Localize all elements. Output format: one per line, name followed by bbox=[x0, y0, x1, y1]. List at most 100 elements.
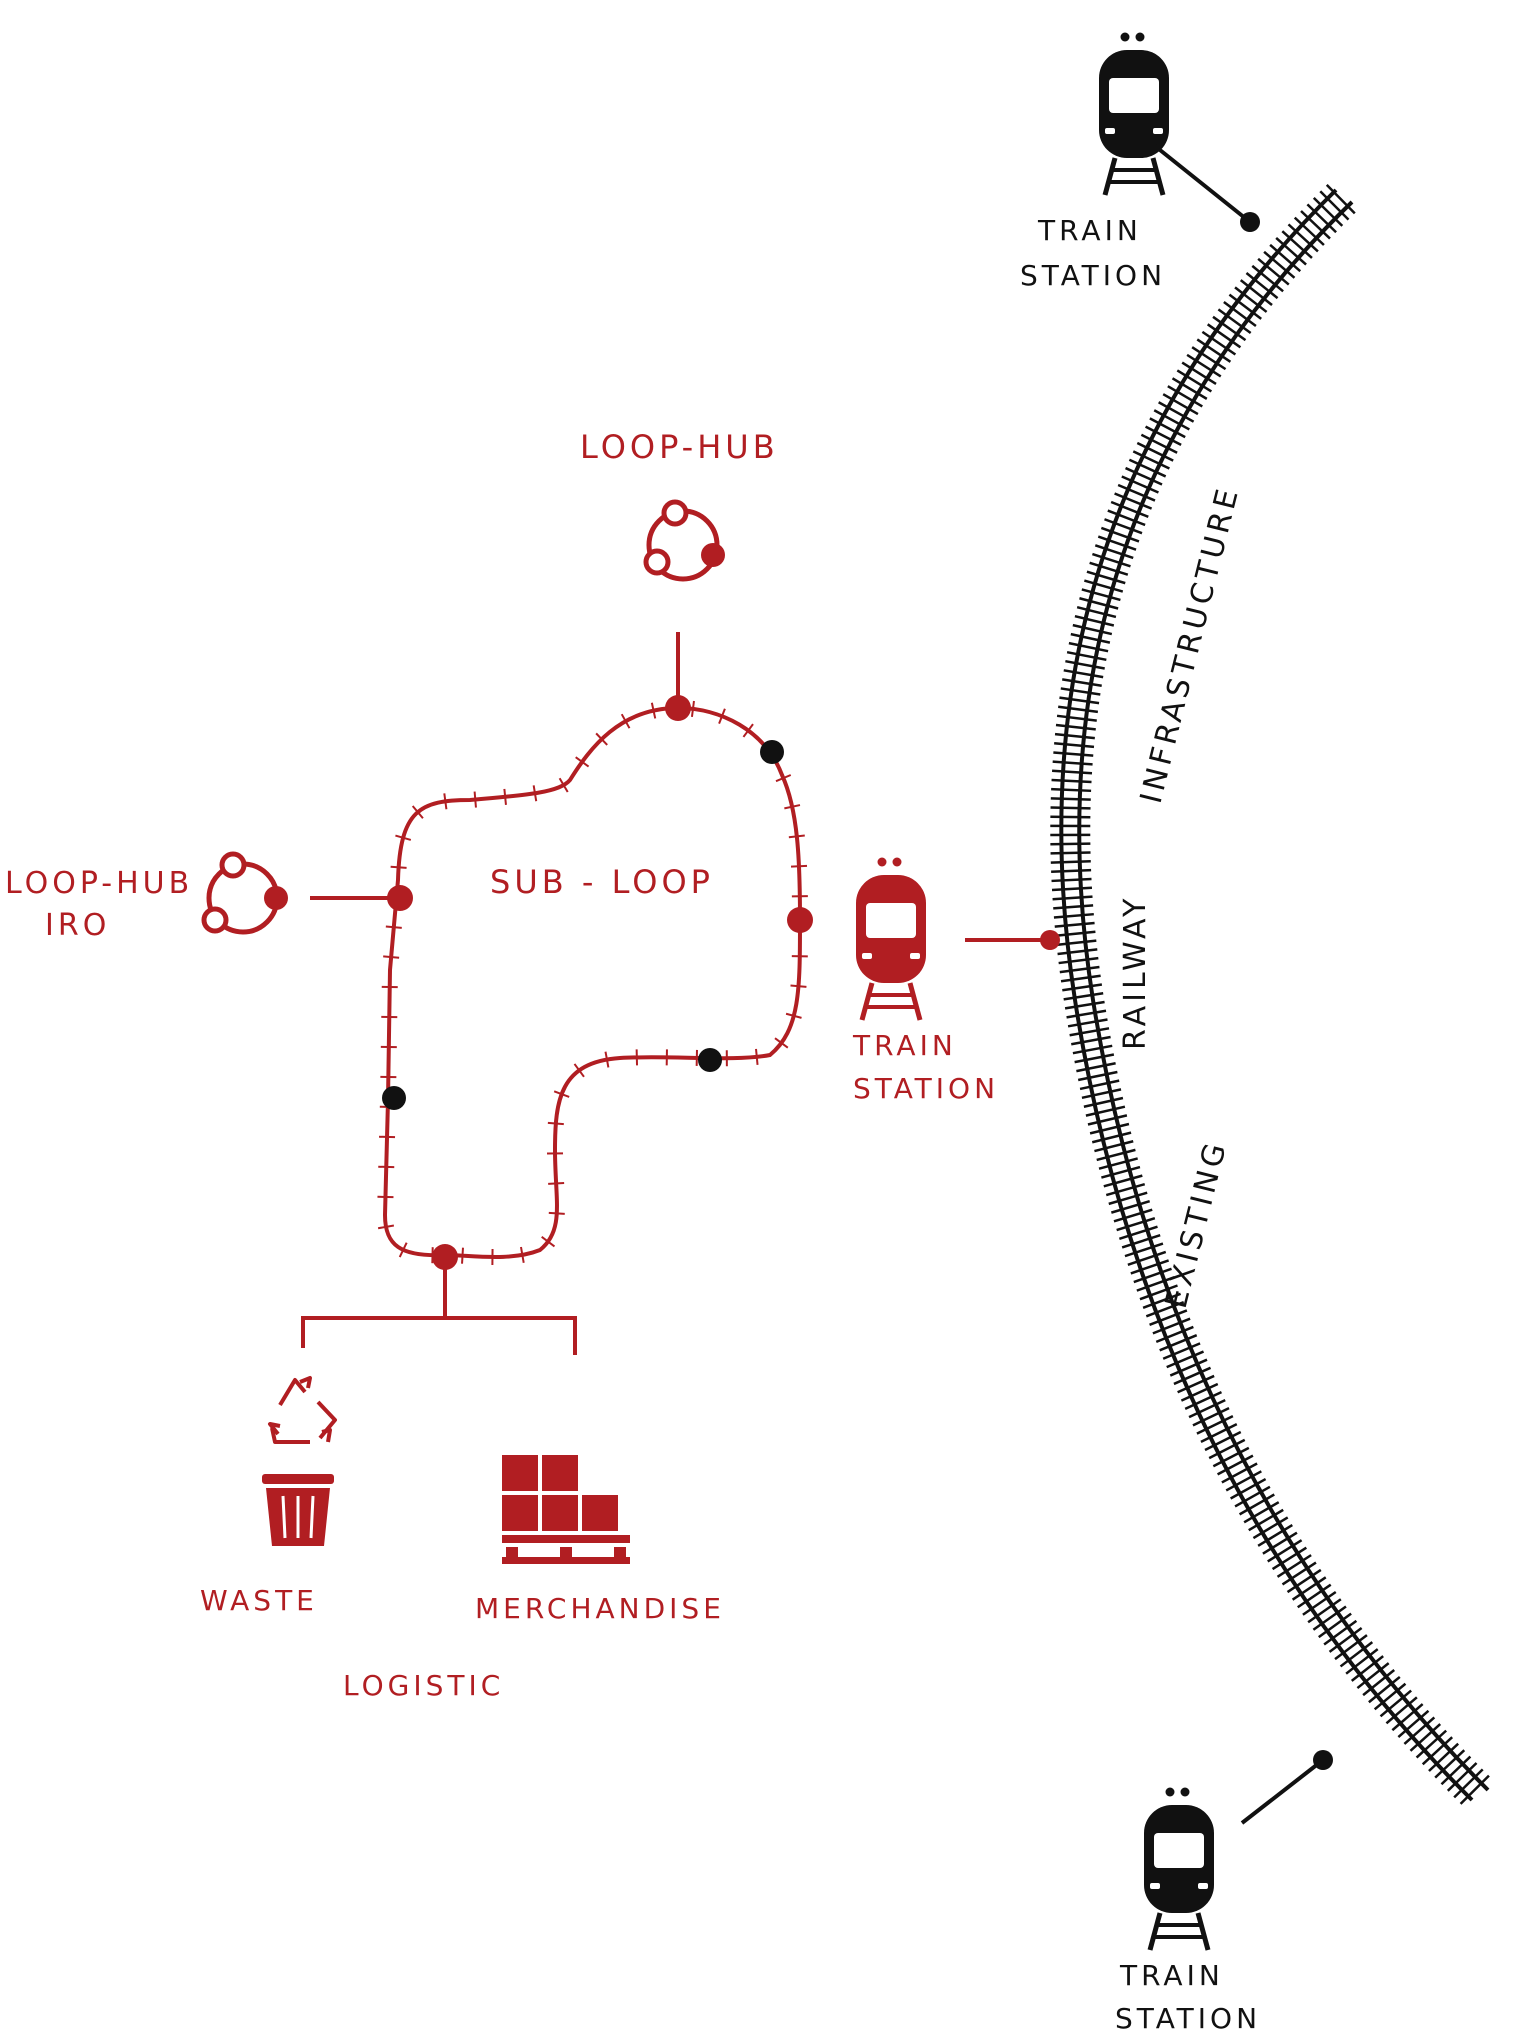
loop-tick bbox=[411, 805, 424, 819]
railway-tie bbox=[1334, 1634, 1368, 1661]
sub-loop-ticks bbox=[377, 700, 808, 1266]
railway-tie bbox=[1208, 1438, 1246, 1460]
train-station-top: TRAIN STATION bbox=[1020, 32, 1260, 292]
railway-tie bbox=[1096, 1148, 1136, 1162]
railway-tie bbox=[1196, 1415, 1234, 1435]
railway-tie bbox=[1415, 1729, 1448, 1759]
railway-tie bbox=[1053, 751, 1094, 757]
logistic-branch: WASTE MERCHANDISE LOGISTIC bbox=[200, 1257, 721, 1702]
railway-tie bbox=[1434, 1749, 1466, 1779]
loop-tick bbox=[790, 864, 808, 868]
railway-tie bbox=[1173, 1366, 1212, 1386]
railway-tie bbox=[1177, 1374, 1215, 1394]
loop-tick bbox=[775, 774, 792, 783]
railway-tie bbox=[1217, 308, 1252, 335]
railway-tie bbox=[1107, 509, 1146, 527]
railway-tie bbox=[1212, 315, 1247, 342]
train-icon bbox=[856, 857, 926, 1021]
loop-tick bbox=[788, 834, 805, 839]
railway-tie bbox=[1081, 588, 1121, 602]
railway-tie bbox=[1269, 243, 1302, 273]
railway-tie bbox=[1083, 579, 1124, 593]
railway-tie bbox=[1319, 190, 1350, 221]
loop-tick bbox=[520, 1246, 525, 1263]
railway-tie bbox=[1067, 1018, 1108, 1028]
railway-tie bbox=[1257, 257, 1290, 286]
railway-tie bbox=[1066, 650, 1107, 662]
loop-hub-top-label: LOOP-HUB bbox=[580, 428, 779, 466]
logistic-label: LOGISTIC bbox=[343, 1669, 504, 1702]
existing-railway-track bbox=[1050, 184, 1490, 1805]
railway-tie bbox=[1081, 1088, 1122, 1100]
railway-tie bbox=[1053, 912, 1094, 919]
railway-tie bbox=[1275, 237, 1307, 266]
railway-tie bbox=[1234, 286, 1268, 313]
loop-tick bbox=[548, 1211, 565, 1215]
sub-loop: SUB - LOOP bbox=[377, 695, 813, 1270]
waste-label: WASTE bbox=[200, 1584, 318, 1617]
railway-tie bbox=[1155, 1325, 1194, 1344]
railway-tie bbox=[1453, 1768, 1484, 1799]
railway-tie bbox=[1318, 1612, 1352, 1639]
railway-tie bbox=[1133, 1267, 1172, 1284]
railway-tie bbox=[1063, 991, 1104, 1001]
railway-tie bbox=[1100, 526, 1140, 543]
loop-tick bbox=[690, 700, 695, 717]
railway-tie bbox=[1059, 965, 1100, 974]
railway-tie bbox=[1085, 1105, 1126, 1117]
railway-tie bbox=[1079, 597, 1119, 610]
loop-tick bbox=[604, 1051, 610, 1068]
railway-tie bbox=[1339, 1641, 1374, 1668]
railway-tie bbox=[1171, 377, 1208, 400]
railway-tie bbox=[1071, 1035, 1111, 1046]
railway-tie bbox=[1059, 696, 1100, 705]
railway-tie bbox=[1225, 1470, 1262, 1492]
railway-tie bbox=[1188, 1398, 1226, 1419]
railway-tie bbox=[1306, 203, 1337, 234]
railway-tie bbox=[1050, 815, 1091, 819]
railway-tie bbox=[1051, 886, 1093, 892]
loop-tick bbox=[553, 1090, 570, 1098]
railway-tie bbox=[1307, 1598, 1342, 1624]
loop-tick bbox=[718, 708, 726, 724]
recycle-icon bbox=[268, 1376, 337, 1444]
railway-tie bbox=[1118, 1225, 1158, 1240]
railway-tie bbox=[1068, 641, 1109, 653]
railway-tie bbox=[1050, 797, 1091, 801]
railway-tie bbox=[1356, 1662, 1390, 1690]
loop-tick bbox=[784, 804, 801, 810]
railway-tie bbox=[1127, 1250, 1167, 1266]
station-connector-dot bbox=[1240, 212, 1260, 232]
railway-tie bbox=[1257, 1524, 1293, 1547]
loop-hub-left-label-line1: LOOP-HUB bbox=[5, 866, 193, 901]
railway-tie bbox=[1092, 552, 1131, 568]
waste-bin-icon bbox=[262, 1474, 334, 1546]
railway-tie bbox=[1054, 742, 1095, 749]
railway-tie bbox=[1446, 1762, 1478, 1792]
loop-tick bbox=[532, 785, 538, 802]
railway-tie bbox=[1248, 1508, 1284, 1532]
railway-tie bbox=[1052, 760, 1093, 766]
railway-tie bbox=[1116, 1217, 1156, 1232]
railway-tie bbox=[1050, 851, 1091, 855]
railway-tie bbox=[1180, 1382, 1219, 1402]
railway-tie bbox=[1132, 450, 1170, 470]
loop-tick bbox=[398, 1242, 408, 1258]
railway-tie bbox=[1169, 1358, 1208, 1377]
railway-tie bbox=[1223, 300, 1257, 327]
railway-tie bbox=[1159, 1334, 1198, 1352]
pallet-boxes-icon bbox=[502, 1455, 630, 1564]
railway-tie bbox=[1149, 1309, 1188, 1327]
railway-tie bbox=[1066, 1009, 1107, 1019]
loop-stop-black bbox=[760, 740, 784, 764]
loop-stop-black bbox=[382, 1086, 406, 1110]
railway-tie bbox=[1350, 1655, 1384, 1682]
railway-tie bbox=[1212, 1446, 1250, 1468]
railway-tie bbox=[1302, 1590, 1337, 1616]
loop-tick bbox=[461, 1247, 464, 1264]
railway-tie bbox=[1050, 806, 1091, 810]
railway-tie bbox=[1125, 466, 1163, 486]
railway-tie bbox=[1293, 216, 1325, 246]
railway-ties bbox=[1050, 184, 1490, 1805]
railway-tie bbox=[1186, 353, 1222, 378]
